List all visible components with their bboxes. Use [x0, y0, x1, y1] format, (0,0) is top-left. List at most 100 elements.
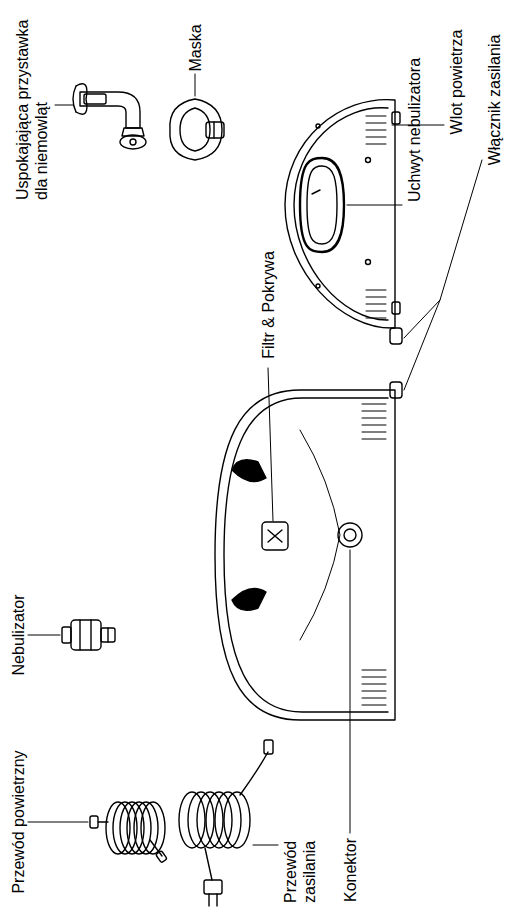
compressor-front-view-part [224, 398, 388, 712]
compressor-side-view-part-part [366, 290, 386, 291]
nebulizer-part [90, 620, 91, 650]
compressor-front-view-part-part [362, 411, 386, 412]
compressor-front-view-part [262, 522, 288, 550]
power-cord-part [224, 792, 250, 848]
mask-part [170, 99, 222, 160]
compressor-front-view-part [268, 530, 282, 542]
compressor-side-view-part [366, 158, 371, 163]
leader-lines-part [28, 822, 88, 823]
air-tube-part [127, 802, 151, 854]
nebulizer-part [107, 628, 108, 642]
leader-lines-part [404, 300, 440, 390]
nebulizer-part [79, 620, 80, 650]
nebulizer-part [71, 620, 101, 650]
compressor-front-view-part-part [362, 404, 386, 405]
compressor-front-view-part-part [362, 425, 386, 426]
part-label: Filtr & Pokrywa [259, 251, 278, 359]
leader-lines-part [268, 368, 273, 521]
infant-attachment [73, 84, 146, 149]
infant-attachment-part [76, 84, 87, 114]
compressor-side-view-part-part [366, 297, 386, 298]
nebulizer [62, 620, 115, 650]
compressor-side-view-part-part [366, 318, 386, 319]
compressor-side-view-part [366, 116, 386, 318]
leader-lines-part [55, 105, 73, 106]
leader-lines-part [195, 74, 196, 96]
compressor-front-view-part-part [362, 691, 386, 692]
leader-lines-part [347, 205, 402, 206]
nebulizer-part [101, 628, 115, 642]
air-tube [90, 802, 167, 863]
part-label: Maska [186, 24, 205, 71]
infant-attachment-part [130, 139, 136, 145]
compressor-side-view [285, 100, 402, 344]
compressor-front-view-part [390, 382, 402, 398]
part-label: Wlot powietrza [447, 30, 466, 135]
compressor-front-view-part-part [362, 698, 386, 699]
compressor-front-view-part-part [362, 705, 386, 706]
compressor-front-view [215, 382, 402, 720]
compressor-front-view-part-part [362, 677, 386, 678]
infant-attachment-part [84, 94, 106, 104]
part-label: Przewód powietrzny [9, 750, 28, 893]
infant-attachment-part [80, 92, 140, 128]
compressor-side-view-part-part [366, 123, 386, 124]
compressor-front-view-part [232, 460, 266, 482]
infant-attachment-part [120, 135, 146, 149]
part-label: Uchwyt nebulizatora [405, 58, 424, 202]
infant-attachment-part [73, 86, 76, 112]
leader-lines-part [28, 635, 60, 636]
leader-lines-part [253, 845, 278, 846]
compressor-side-view-part-part [366, 116, 386, 117]
power-cord-part [240, 752, 268, 795]
power-cord-part [204, 880, 222, 894]
compressor-side-view-part [366, 260, 371, 265]
compressor-side-view-part [316, 124, 320, 128]
compressor-side-view-part [300, 158, 344, 252]
compressor-side-view-part [392, 112, 400, 124]
compressor-front-view-part-part [362, 670, 386, 671]
compressor-front-view-part-part [362, 418, 386, 419]
power-cord-part [205, 848, 212, 880]
mask-part [213, 122, 214, 138]
compressor-front-view-part [232, 588, 266, 610]
compressor-side-view-part-part [366, 144, 386, 145]
nebulizer-part [62, 627, 71, 643]
compressor-side-view-part-part [366, 304, 386, 305]
power-cord-part [208, 894, 209, 906]
power-cord-part [264, 740, 273, 754]
mask-part [206, 122, 224, 138]
compressor-side-view-part [307, 166, 337, 244]
compressor-side-view-part [316, 284, 320, 288]
part-label: Włącznik zasilania [485, 35, 504, 166]
compressor-front-view-part [300, 430, 340, 640]
power-cord-part [216, 894, 217, 906]
compressor-side-view-part-part [366, 130, 386, 131]
part-label: Uspokajająca przystawka dla niemowląt [13, 10, 51, 200]
compressor-front-view-part-part [362, 432, 386, 433]
compressor-front-view-part [362, 404, 386, 705]
compressor-side-view-part-part [366, 137, 386, 138]
compressor-side-view-part [392, 302, 400, 314]
compressor-side-view-part [390, 328, 402, 344]
compressor-side-view-part-part [366, 311, 386, 312]
power-cord [179, 740, 273, 906]
compressor-front-view-part-part [362, 684, 386, 685]
part-label: Przewód zasilania [281, 827, 319, 903]
compressor-front-view-part [215, 390, 395, 720]
air-tube-part [134, 802, 158, 854]
compressor-front-view-part [344, 529, 356, 541]
part-label: Nebulizator [9, 595, 28, 676]
part-label: Konektor [341, 838, 360, 902]
mask [170, 99, 224, 160]
compressor-side-view-part [294, 108, 388, 320]
compressor-front-view-part [338, 523, 362, 547]
compressor-side-view-part [285, 100, 395, 328]
air-tube-part [90, 816, 98, 828]
air-tube-part [141, 802, 165, 854]
compressor-side-view-part [312, 190, 320, 194]
leader-lines-part [350, 550, 351, 833]
